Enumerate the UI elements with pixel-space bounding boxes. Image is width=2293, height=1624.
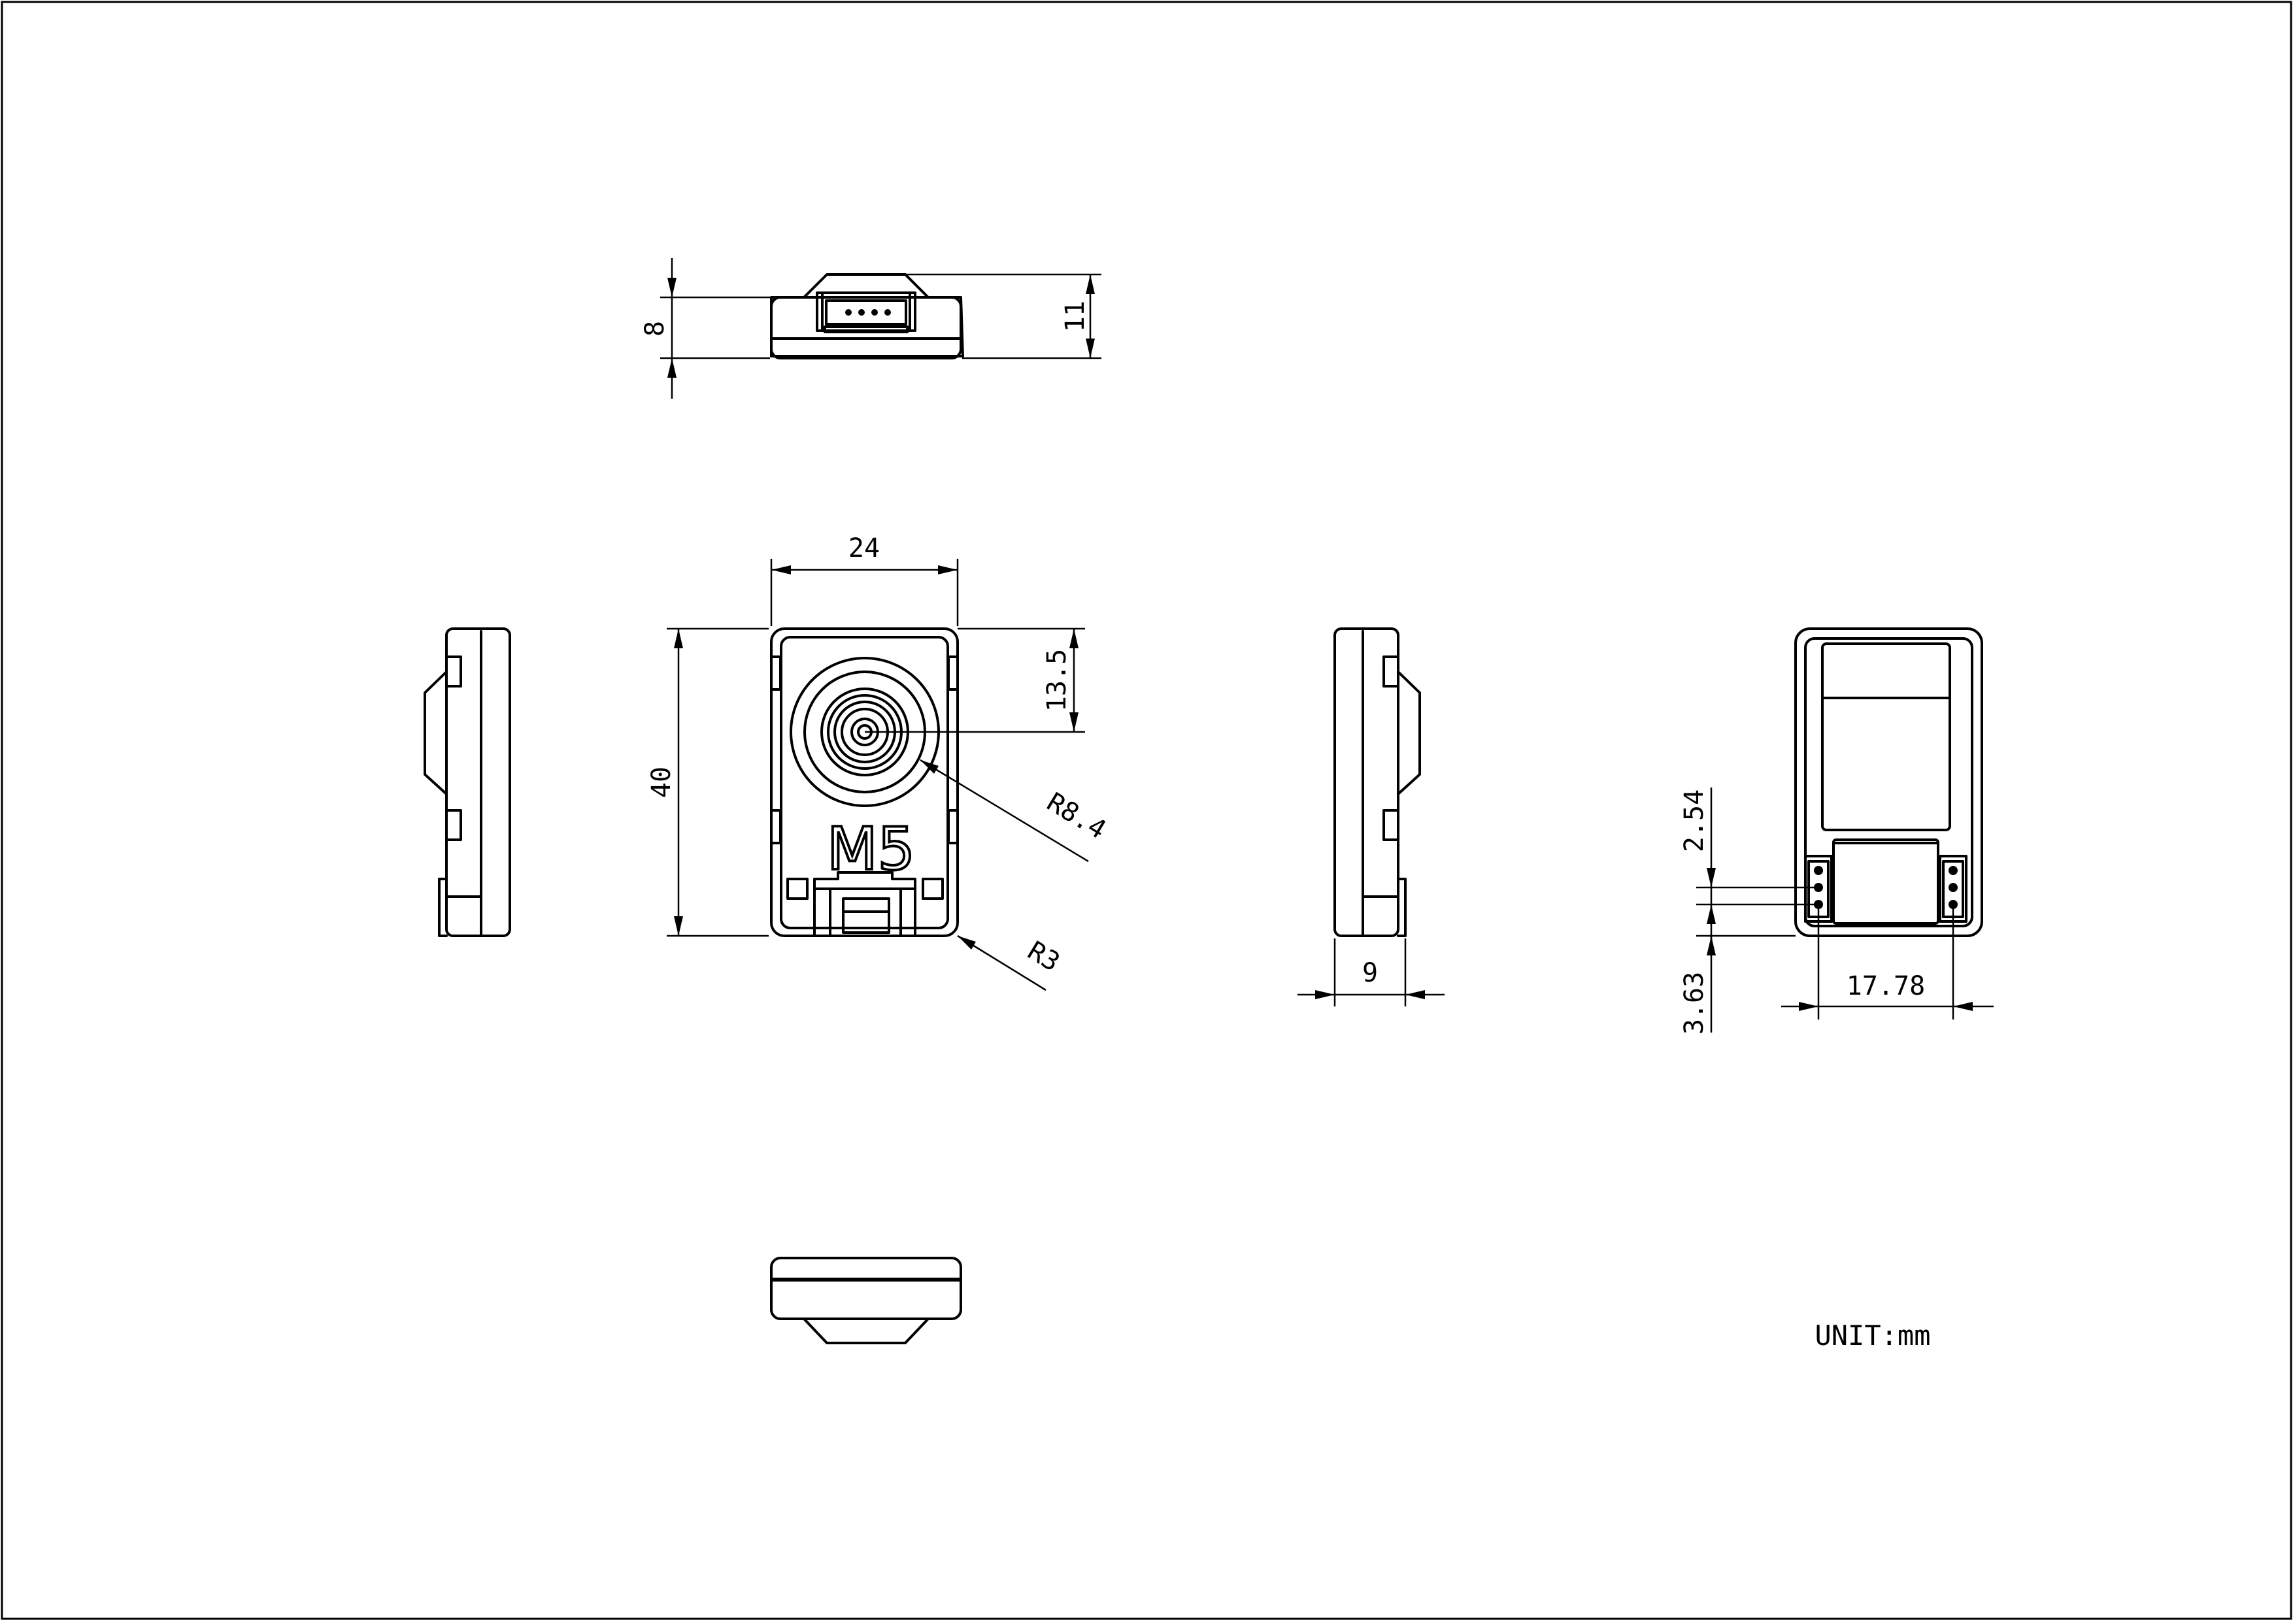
dim-3-63-label: 3.63 (1679, 972, 1709, 1035)
dim-11-label: 11 (1060, 301, 1090, 332)
dim-r3-label: R3 (1022, 936, 1065, 978)
dim-24-label: 24 (848, 533, 880, 563)
right-side-view: 9 (1297, 627, 1445, 1006)
dim-40-label: 40 (646, 767, 677, 798)
dim-13-5-label: 13.5 (1042, 649, 1072, 712)
unit-note: UNIT:mm (1815, 1319, 1930, 1351)
left-side-view (424, 627, 511, 937)
back-view: 2.54 3.63 17.78 (1679, 627, 1994, 1035)
front-view: M5 24 40 13.5 R8.4 (646, 533, 1111, 991)
bottom-view (770, 1257, 962, 1344)
dim-8-label: 8 (640, 321, 670, 337)
dim-r8-4-label: R8.4 (1042, 787, 1111, 845)
top-view: 8 11 (640, 258, 1101, 399)
dim-9-label: 9 (1362, 958, 1378, 988)
dim-17-78-label: 17.78 (1847, 971, 1925, 1001)
dim-2-54-label: 2.54 (1679, 789, 1709, 852)
